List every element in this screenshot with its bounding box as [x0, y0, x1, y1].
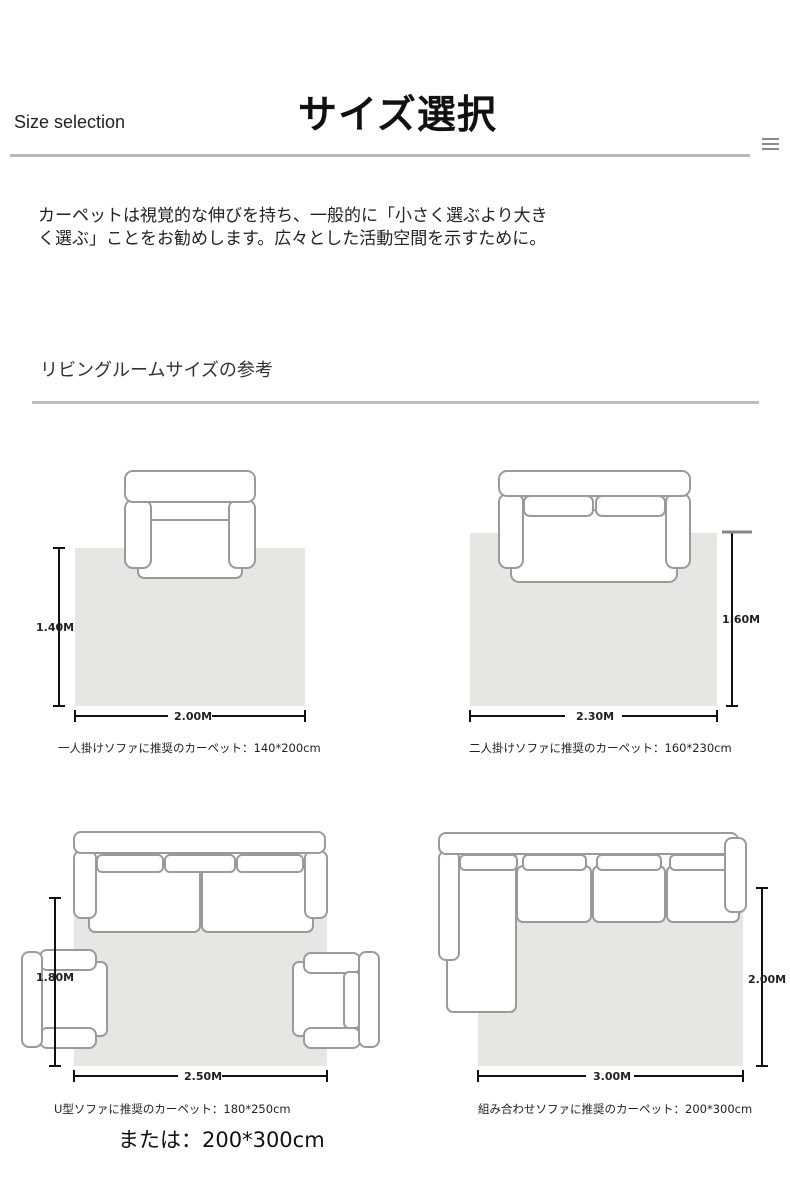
- width-label: 2.30M: [576, 710, 615, 723]
- height-label: 1.80M: [36, 971, 75, 984]
- height-label: 1.40M: [36, 621, 75, 634]
- header-divider: [10, 154, 750, 157]
- diagram-caption: 組み合わせソファに推奨のカーペット：200*300cm: [478, 1102, 753, 1116]
- diagram-caption: 一人掛けソファに推奨のカーペット：140*200cm: [58, 741, 321, 755]
- english-title: Size selection: [14, 112, 126, 132]
- intro-line-2: く選ぶ」ことをお勧めします。広々とした活動空間を示すために。: [38, 229, 547, 249]
- sectional-sofa: [438, 832, 747, 1013]
- right-armchair: [292, 951, 380, 1049]
- section-title: リビングルームサイズの参考: [40, 360, 273, 381]
- diagram-two-seat-sofa: [469, 470, 752, 722]
- diagram-caption: U型ソファに推奨のカーペット：180*250cm: [54, 1102, 291, 1116]
- diagram-u-sofa: [21, 831, 380, 1082]
- single-sofa: [124, 470, 256, 579]
- three-seat-sofa: [73, 831, 328, 933]
- page-title: サイズ選択: [298, 93, 497, 138]
- width-label: 3.00M: [593, 1070, 632, 1083]
- width-label: 2.00M: [174, 710, 213, 723]
- height-label: 1.60M: [722, 613, 761, 626]
- diagram-single-sofa: [53, 470, 306, 722]
- diagram-caption: 二人掛けソファに推奨のカーペット：160*230cm: [469, 741, 732, 755]
- width-label: 2.50M: [184, 1070, 223, 1083]
- section-divider: [32, 401, 759, 404]
- two-seat-sofa: [498, 470, 691, 583]
- menu-icon[interactable]: [762, 138, 779, 150]
- left-armchair: [21, 949, 108, 1049]
- height-label: 2.00M: [748, 973, 787, 986]
- diagram-combination-sofa: [438, 832, 768, 1082]
- intro-line-1: カーペットは視覚的な伸びを持ち、一般的に「小さく選ぶより大き: [38, 206, 548, 226]
- intro-text: カーペットは視覚的な伸びを持ち、一般的に「小さく選ぶより大き く選ぶ」ことをお勧…: [38, 205, 638, 251]
- alternative-size: または：200*300cm: [118, 1128, 325, 1152]
